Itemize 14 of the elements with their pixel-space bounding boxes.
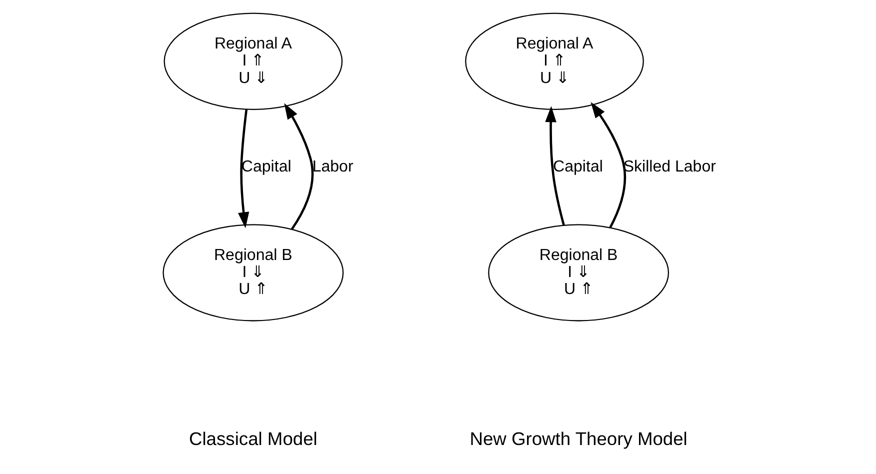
arrow bbox=[590, 102, 626, 228]
edge-label: Labor bbox=[312, 156, 353, 175]
node-ellipse: Regional A I ⇑ U ⇓ bbox=[163, 12, 342, 110]
node-ellipse: Regional A I ⇑ U ⇓ bbox=[464, 12, 644, 110]
node-ellipse: Regional B I ⇓ U ⇑ bbox=[162, 224, 344, 321]
label: Classical Model bbox=[188, 428, 317, 449]
node-ellipse: Regional B I ⇓ U ⇑ bbox=[488, 224, 669, 321]
arrow bbox=[238, 108, 249, 228]
arrow bbox=[284, 102, 314, 230]
edge-label: Capital bbox=[552, 156, 602, 175]
edge-label: Capital bbox=[240, 156, 291, 175]
arrow bbox=[544, 106, 564, 225]
label: New Growth Theory Model bbox=[469, 428, 687, 449]
edge-label: Skilled Labor bbox=[622, 156, 716, 175]
